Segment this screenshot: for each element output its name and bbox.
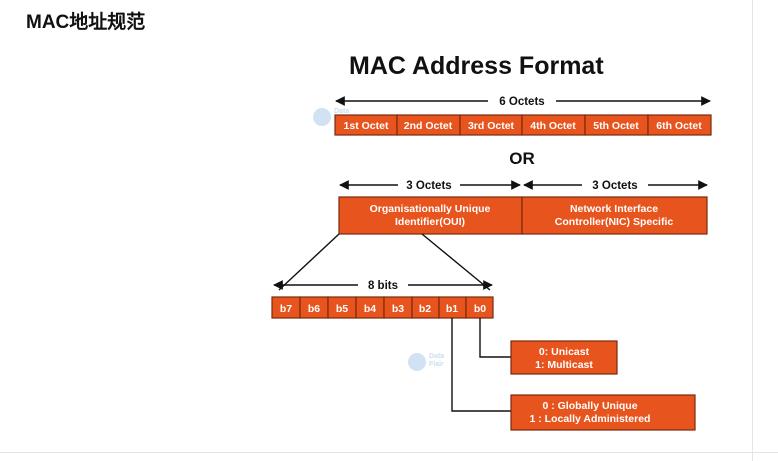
octet-label: 5th Octet — [593, 120, 639, 132]
bottom-edge-line — [0, 452, 778, 453]
expansion-line-right — [421, 233, 491, 291]
octet-cell — [647, 114, 712, 136]
bit-label: b5 — [336, 303, 348, 315]
octet-label: 6th Octet — [656, 120, 702, 132]
nic-box — [521, 196, 708, 235]
bit-label: b3 — [392, 303, 404, 315]
svg-text:Flair: Flair — [429, 361, 444, 368]
svg-text:Data: Data — [429, 353, 444, 360]
b0-meaning-line1: 0: Unicast — [539, 346, 590, 358]
nic-label-line1: Network Interface — [570, 203, 658, 215]
b0-meaning-box — [510, 340, 618, 375]
bit-label: b4 — [364, 303, 376, 315]
three-octets-label-left: 3 Octets — [406, 180, 451, 192]
page-heading: MAC地址规范 — [26, 12, 146, 33]
bit-label: b7 — [280, 303, 292, 315]
six-octets-label: 6 Octets — [499, 96, 544, 108]
b1-meaning-box — [510, 394, 696, 431]
oui-label-line2: Identifier(OUI) — [395, 216, 465, 228]
b0-connector — [479, 318, 511, 358]
watermark-logo: Data Flair — [408, 353, 444, 371]
bit-label: b0 — [474, 303, 486, 315]
octet-label: 2nd Octet — [404, 120, 453, 132]
b1-connector — [451, 318, 511, 412]
bit-label: b6 — [308, 303, 320, 315]
octet-label: 1st Octet — [344, 120, 389, 132]
diagram-title: MAC Address Format — [349, 52, 604, 80]
svg-text:Data: Data — [334, 108, 349, 115]
or-label: OR — [509, 149, 535, 168]
b1-meaning-line1: 0 : Globally Unique — [542, 400, 637, 412]
b1-meaning-line2: 1 : Locally Administered — [530, 413, 651, 425]
right-edge-line — [752, 0, 753, 461]
eight-bits-label: 8 bits — [368, 280, 398, 292]
bit-label: b2 — [419, 303, 431, 315]
expansion-line-left — [278, 233, 340, 291]
bit-label: b1 — [446, 303, 458, 315]
oui-box — [338, 196, 523, 235]
nic-label-line2: Controller(NIC) Specific — [555, 216, 674, 228]
oui-label-line1: Organisationally Unique — [370, 203, 491, 215]
b0-meaning-line2: 1: Multicast — [535, 359, 593, 371]
bit-row: b7 b6 b5 b4 b3 b2 b1 b0 — [271, 296, 494, 319]
octet-row: 1st Octet 2nd Octet 3rd Octet 4th Octet … — [334, 114, 712, 136]
three-octets-label-right: 3 Octets — [592, 180, 637, 192]
octet-label: 4th Octet — [530, 120, 576, 132]
octet-label: 3rd Octet — [468, 120, 515, 132]
